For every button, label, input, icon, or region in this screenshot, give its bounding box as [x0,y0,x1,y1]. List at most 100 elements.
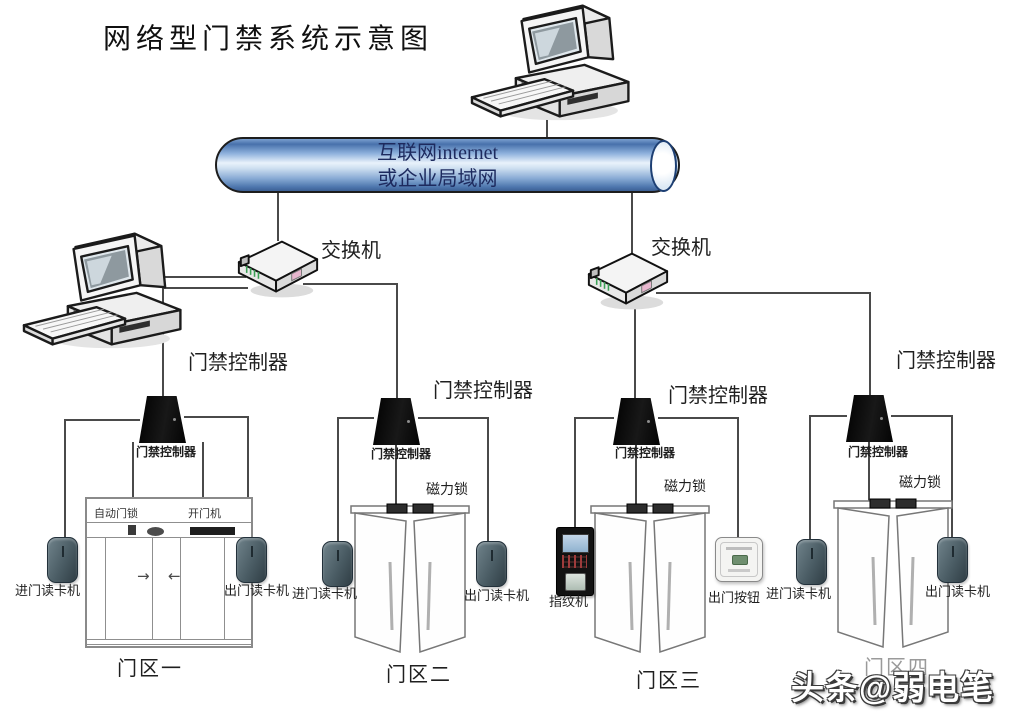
magnetic-lock-label: 磁力锁 [426,483,468,498]
wire [868,442,870,504]
controller-sublabel-3: 门禁控制器 [615,446,676,460]
slide-direction-arrow: → [137,567,150,585]
wire [337,417,374,419]
exit-button-label: 出门按钮 [708,590,761,605]
watermark: 头条@弱电笔记 [791,669,995,706]
auto-door-lock-icon [128,525,136,535]
wire [809,415,847,417]
wire [574,417,576,529]
wire [303,283,398,285]
wire [635,443,637,509]
network-switch-icon [583,248,673,317]
page-title: 网络型门禁系统示意图 [103,24,434,55]
wire [574,417,614,419]
magnetic-lock-label: 磁力锁 [899,476,941,491]
wire [64,419,140,421]
wire [737,417,739,539]
wire [809,415,811,542]
wire [132,442,134,498]
wire [202,442,204,498]
controller-label-4: 门禁控制器 [896,350,996,372]
entry-reader-label: 进门读卡机 [15,583,81,598]
wire [869,292,871,396]
wire [418,417,489,419]
fingerprint-scanner [565,573,586,591]
card-reader-icon [937,537,968,583]
exit-button-key [732,555,748,565]
slide-direction-arrow: ← [168,567,181,585]
exit-button-plate [720,542,758,577]
fingerprint-screen [562,534,589,553]
fingerprint-keypad [562,555,587,568]
card-reader-icon [236,537,267,583]
door-area-name-4: 门区四 [864,657,930,679]
internet-backbone-pipe-icon: 互联网internet 或企业局域网 [215,137,680,193]
exit-button-text-line [726,547,752,550]
wire [656,292,871,294]
wire [162,287,248,289]
door-panel-line [105,537,106,639]
controller-sublabel-2: 门禁控制器 [371,447,432,461]
wire [658,417,739,419]
wire [395,443,397,509]
access-controller-icon [373,398,420,445]
wire [247,416,249,539]
double-door-icon [831,493,955,660]
wire [337,417,339,543]
switch-left-label: 交换机 [321,240,381,262]
network-switch-icon [233,236,323,305]
controller-sublabel-4: 门禁控制器 [848,445,909,459]
wire [631,191,633,253]
wire [951,415,953,540]
door-area-name-1: 门区一 [117,658,183,680]
door-frame-line [87,522,251,523]
pipe-label-line1: 互联网internet [376,142,499,164]
door-frame-line [87,537,251,538]
exit-reader-label: 出门读卡机 [925,584,991,599]
wire [396,283,398,398]
wire [64,419,66,539]
wire [487,417,489,543]
exit-button-text-line [728,569,750,572]
wire [634,308,636,398]
card-reader-icon [796,539,827,585]
door-panel-line [224,537,225,639]
door-panel-line [152,537,153,639]
auto-door-lock-label: 自动门锁 [94,508,138,520]
controller-sublabel-1: 门禁控制器 [136,445,197,459]
door-motor-icon [147,527,164,536]
card-reader-icon [47,537,78,583]
exit-button-icon [715,537,763,582]
card-reader-icon [476,541,507,587]
magnetic-lock-label: 磁力锁 [664,480,706,495]
fingerprint-label: 指纹机 [549,594,589,609]
desktop-computer-icon [468,0,640,129]
access-controller-icon [613,398,660,445]
access-controller-icon [846,395,893,442]
door-panel-line [180,537,181,639]
controller-label-3: 门禁控制器 [668,385,768,407]
desktop-computer-icon [20,228,192,357]
wire [118,276,246,278]
door-area-name-3: 门区三 [636,670,702,692]
switch-right-label: 交换机 [651,237,711,259]
double-door-icon [588,498,712,665]
pipe-label: 互联网internet 或企业局域网 [217,140,658,192]
card-reader-icon [322,541,353,587]
door-opener-icon [190,527,235,535]
sliding-door-area-1: 自动门锁 开门机 → ← [85,497,253,648]
entry-reader-label: 进门读卡机 [292,586,358,601]
wire [546,112,548,138]
fingerprint-terminal-icon [556,527,594,596]
access-controller-icon [139,396,186,443]
pipe-end-cap [650,140,677,192]
wire [891,415,953,417]
controller-label-2: 门禁控制器 [433,380,533,402]
door-frame-line [87,644,251,645]
wire [184,416,249,418]
exit-reader-label: 出门读卡机 [464,588,530,603]
pipe-label-line2: 或企业局域网 [377,168,498,190]
double-door-icon [348,498,472,665]
door-area-name-2: 门区二 [386,664,452,686]
